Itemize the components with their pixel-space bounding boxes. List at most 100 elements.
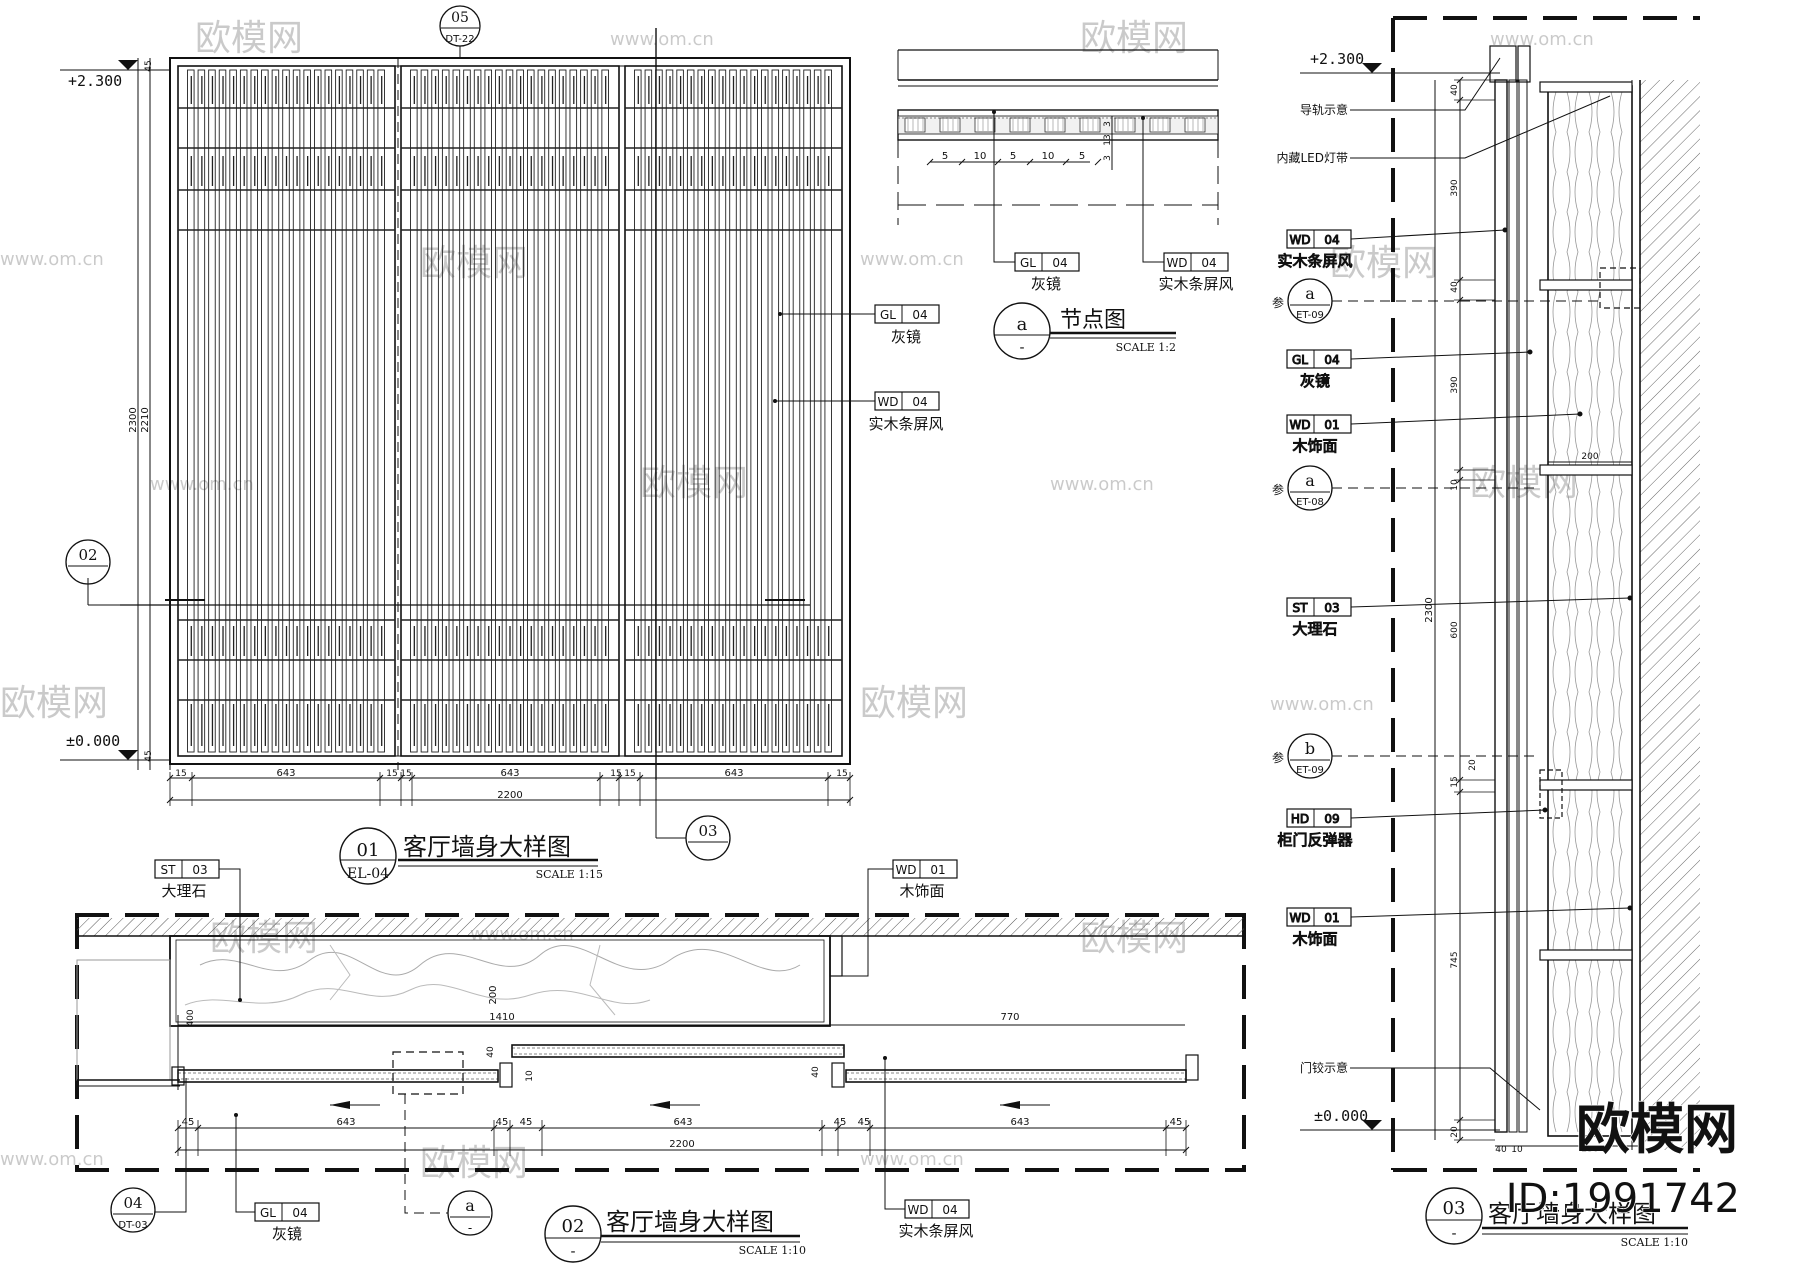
dim-v03: 20 — [1468, 759, 1478, 771]
ref-sheet: ET-09 — [1296, 765, 1324, 776]
node-a-letter: a — [1017, 314, 1028, 335]
tag-code: WD — [1289, 233, 1310, 247]
tag-label: 木饰面 — [1292, 437, 1337, 455]
dim-v02-total: 2200 — [669, 1139, 694, 1150]
dim-v02: 45 — [858, 1117, 871, 1128]
tag-num: 04 — [912, 395, 927, 409]
watermark-url: www.om.cn — [0, 1149, 104, 1170]
tag-label: 木饰面 — [1292, 930, 1337, 948]
tag-code: WD — [1289, 418, 1310, 432]
node-dim: 5 — [1079, 151, 1085, 162]
dim-v02-40: 40 — [486, 1046, 496, 1058]
dim-v03-bottom: 10 — [1511, 1145, 1523, 1155]
dim-v01-15: 15 — [400, 769, 411, 779]
section-callout-02[interactable] — [65, 539, 111, 585]
tag-code: GL — [1292, 353, 1308, 367]
ref-sheet: ET-08 — [1296, 497, 1324, 508]
dim-v02: 643 — [336, 1117, 355, 1128]
dim-v03: 20 — [1450, 1126, 1460, 1138]
section-03-num: 03 — [698, 822, 717, 840]
dim-v03: 40 — [1450, 281, 1460, 293]
dim-v02: 45 — [834, 1117, 847, 1128]
tag-num: 01 — [1324, 418, 1339, 432]
note-hinge: 门铰示意 — [1300, 1060, 1348, 1075]
dim-v01-15: 15 — [610, 769, 621, 779]
callout-a-sub: - — [468, 1221, 472, 1235]
dim-v03: 40 — [1450, 84, 1460, 96]
watermark-brand: 欧模网 — [420, 1143, 528, 1184]
dim-v02-10: 10 — [525, 1070, 535, 1082]
tag-num: 04 — [1201, 256, 1216, 270]
dim-v02-400: 400 — [186, 1009, 196, 1026]
view-03-sub: - — [1451, 1226, 1456, 1242]
ref-letter: a — [1305, 471, 1315, 490]
level-bottom-v01: ±0.000 — [66, 732, 120, 750]
tag-num: 04 — [1324, 233, 1339, 247]
wood-slat-screen — [178, 69, 842, 753]
tag-code: ST — [1293, 601, 1309, 615]
dim-v01-total: 2200 — [497, 790, 522, 801]
dim-v02-1410: 1410 — [489, 1012, 514, 1023]
note-rail: 导轨示意 — [1300, 102, 1348, 117]
tag-label: 灰镜 — [272, 1225, 302, 1243]
tag-code: GL — [260, 1206, 276, 1220]
level-bottom-v03: ±0.000 — [1314, 1107, 1368, 1125]
tag-code: GL — [1020, 256, 1036, 270]
watermark-url: www.om.cn — [860, 249, 964, 270]
dim-v01-643: 643 — [724, 768, 743, 779]
tag-label: 灰镜 — [1031, 275, 1061, 293]
watermark-url: www.om.cn — [0, 249, 104, 270]
callout-04[interactable] — [110, 1187, 156, 1233]
tag-code: GL — [880, 308, 896, 322]
tag-code: WD — [1166, 256, 1187, 270]
view-03-section: +2.300 ±0.000 2300 40 390 40 390 10 600 … — [1272, 16, 1700, 1249]
view-03-title: 客厅墙身大样图 — [1488, 1200, 1656, 1228]
dim-v02: 45 — [520, 1117, 533, 1128]
watermark-url: www.om.cn — [1270, 694, 1374, 715]
tag-num: 09 — [1324, 812, 1339, 826]
watermark-brand: 欧模网 — [0, 683, 108, 724]
node-dim-side: 13 — [1103, 134, 1113, 145]
watermark-brand: 欧模网 — [1330, 243, 1438, 284]
callout-a[interactable] — [447, 1190, 493, 1236]
section-callout-03[interactable] — [685, 815, 731, 861]
dim-v03: 390 — [1450, 376, 1460, 393]
node-dim: 10 — [974, 151, 987, 162]
tag-num: 04 — [1324, 353, 1339, 367]
watermark-brand: 欧模网 — [860, 683, 968, 724]
node-a-letter-circle — [993, 302, 1051, 360]
watermark-url: www.om.cn — [610, 29, 714, 50]
dim-v02: 45 — [496, 1117, 509, 1128]
watermark-brand: 欧模网 — [1080, 18, 1188, 59]
tag-label: 实木条屏风 — [1277, 252, 1352, 270]
dim-side-top: 45 — [144, 60, 154, 71]
dim-v01-15: 15 — [386, 769, 397, 779]
tag-label: 大理石 — [1292, 620, 1337, 638]
dim-v01-15: 15 — [624, 769, 635, 779]
dim-v03-total: 2300 — [1424, 597, 1435, 622]
tag-label: 实木条屏风 — [868, 415, 943, 433]
dim-side-bottom: 45 — [144, 750, 154, 761]
tag-code: WD — [877, 395, 898, 409]
dim-v02-200: 200 — [488, 985, 499, 1004]
tag-label: 灰镜 — [1300, 372, 1330, 390]
tag-code: HD — [1291, 812, 1309, 826]
dim-v01-15: 15 — [175, 769, 186, 779]
tag-num: 03 — [1324, 601, 1339, 615]
tag-num: 04 — [1052, 256, 1067, 270]
brand-stamp-name: 欧模网 — [1576, 1098, 1738, 1161]
watermark-url: www.om.cn — [860, 1149, 964, 1170]
node-dim: 5 — [1010, 151, 1016, 162]
ref-group: 参 a ET-09 参 a ET-08 参 b ET-09 — [1272, 278, 1600, 779]
dim-v02: 45 — [182, 1117, 195, 1128]
tag-num: 01 — [930, 863, 945, 877]
dim-v03: 600 — [1450, 621, 1460, 638]
tag-num: 03 — [192, 863, 207, 877]
watermark-url: www.om.cn — [1490, 29, 1594, 50]
view-02-scale: SCALE 1:10 — [739, 1244, 806, 1257]
node-dim-side: 3 — [1103, 155, 1113, 161]
ref-prefix: 参 — [1272, 482, 1284, 497]
tag-code: WD — [895, 863, 916, 877]
dim-v03: 15 — [1450, 776, 1460, 787]
dim-v03-bottom: 230 — [1581, 1145, 1598, 1155]
